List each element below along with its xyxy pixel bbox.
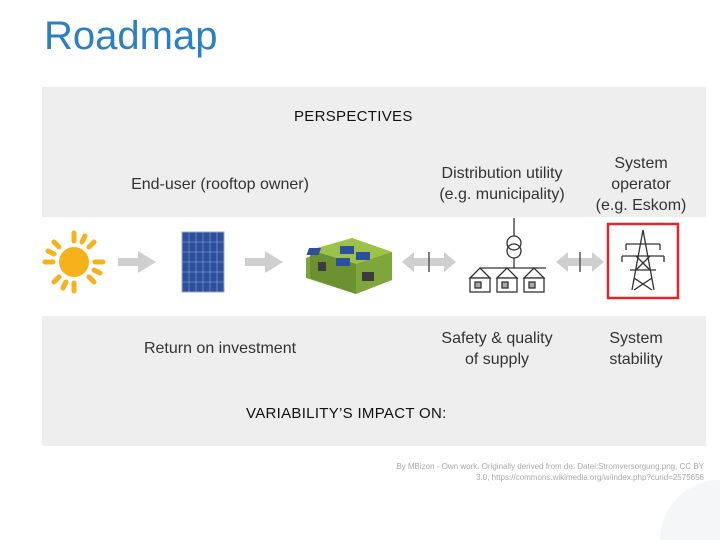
perspectives-heading: PERSPECTIVES: [294, 108, 413, 125]
arrow-icon: [245, 251, 283, 273]
perspectives-panel: [42, 87, 706, 217]
impact-panel: [42, 316, 706, 446]
transformer-icon: [468, 218, 546, 293]
house-with-panels-icon: [306, 238, 392, 294]
page-title: Roadmap: [44, 14, 218, 58]
energy-chain-diagram: [42, 218, 680, 300]
perspective-distribution-utility: Distribution utility(e.g. municipality): [439, 165, 565, 203]
sun-icon: [42, 230, 106, 294]
corner-decoration: [660, 480, 720, 540]
arrow-icon: [118, 251, 156, 273]
impact-return-on-investment: Return on investment: [143, 340, 297, 357]
bidirectional-arrow-icon: [402, 252, 456, 272]
solar-panel-icon: [181, 231, 225, 293]
impact-heading: VARIABILITY’S IMPACT ON:: [246, 405, 447, 422]
image-credit: By MBizon - Own work. Originally derived…: [396, 462, 704, 483]
perspective-end-user: End-user (rooftop owner): [131, 176, 309, 193]
bidirectional-arrow-icon: [556, 252, 604, 272]
transmission-tower-icon: [606, 222, 680, 300]
